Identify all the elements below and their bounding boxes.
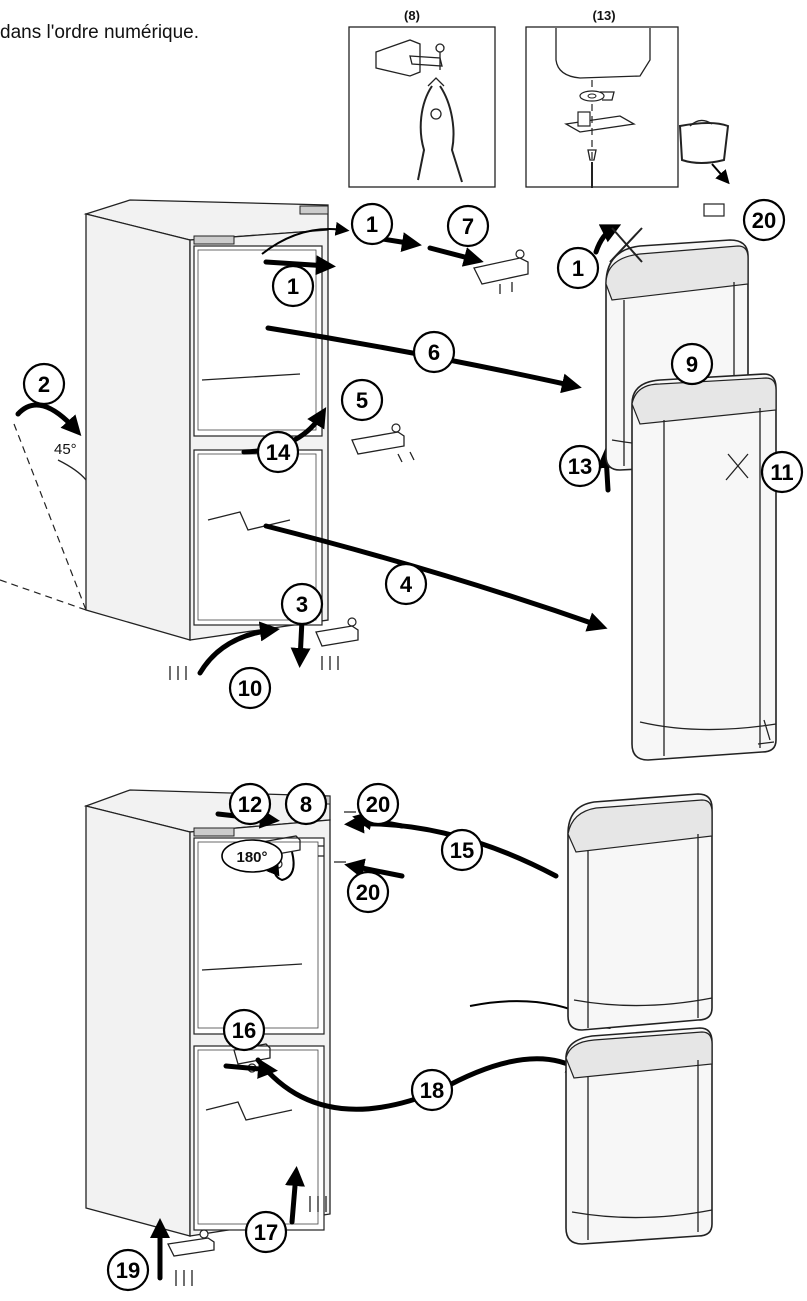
pliers-icon: [417, 77, 463, 183]
arrow-1-plug-left: [263, 255, 336, 276]
svg-text:1: 1: [366, 212, 378, 237]
arrow-2: [15, 402, 82, 436]
rotation-180-label: 180°: [236, 849, 267, 866]
screwdriver-icon: [587, 149, 597, 188]
svg-text:13: 13: [568, 454, 592, 479]
step-number-1c: 1: [556, 246, 600, 290]
svg-text:15: 15: [450, 838, 474, 863]
step-number-3: 3: [280, 582, 324, 626]
arrow-1-move: [261, 221, 350, 255]
svg-text:5: 5: [356, 388, 368, 413]
svg-text:4: 4: [400, 572, 413, 597]
svg-text:10: 10: [238, 676, 262, 701]
arrow-4: [263, 523, 608, 632]
svg-text:8: 8: [300, 792, 312, 817]
hinge-5: [351, 423, 415, 463]
step-number-5: 5: [340, 378, 384, 422]
svg-text:11: 11: [770, 460, 793, 485]
step-number-6: 6: [412, 330, 456, 374]
lower-door-reinstall: [565, 1027, 713, 1245]
step-number-19: 19: [106, 1248, 150, 1292]
washer-icon: [579, 90, 615, 102]
arrow-16: [223, 1058, 278, 1079]
arrow-20-lower: [344, 858, 405, 879]
step-number-17: 17: [244, 1210, 288, 1254]
cross-mark-icon: [609, 227, 749, 481]
step-number-2: 2: [22, 362, 66, 406]
cover-plug-icon: [703, 203, 725, 217]
lower-door-removed: [631, 373, 777, 761]
step-number-4: 4: [384, 562, 428, 606]
step-number-20-lower: 20: [346, 870, 390, 914]
svg-text:19: 19: [116, 1258, 140, 1283]
svg-text:16: 16: [232, 1018, 256, 1043]
step-number-1a: 1: [350, 202, 394, 246]
step-number-8: 8: [284, 782, 328, 826]
inset-13-label: (13): [592, 8, 615, 23]
arrow-3: [290, 617, 311, 668]
step-number-9: 9: [670, 342, 714, 386]
inset-8-label: (8): [404, 8, 420, 23]
hinge-icon: [375, 39, 445, 77]
svg-text:3: 3: [296, 592, 308, 617]
svg-text:20: 20: [356, 880, 380, 905]
bottom-hinge-parts: [167, 1196, 327, 1286]
svg-text:9: 9: [686, 352, 698, 377]
inset-13: (13): [525, 8, 679, 188]
svg-text:12: 12: [238, 792, 262, 817]
tilt-angle-label: 45°: [54, 441, 77, 458]
arrow-1-door: [593, 224, 622, 255]
svg-text:2: 2: [38, 372, 50, 397]
hinge-7: [473, 249, 529, 294]
step-number-20-upper: 20: [356, 782, 400, 826]
step-number-15: 15: [440, 828, 484, 872]
svg-text:18: 18: [420, 1078, 444, 1103]
rotation-180-bubble: 180°: [221, 839, 283, 873]
step-number-16: 16: [222, 1008, 266, 1052]
upper-door-reinstall: [567, 793, 713, 1031]
svg-text:14: 14: [266, 440, 291, 465]
step-number-7: 7: [446, 204, 490, 248]
hinge-3: [169, 617, 359, 680]
step-number-14: 14: [256, 430, 300, 474]
arrow-10: [197, 621, 280, 676]
svg-text:17: 17: [254, 1220, 278, 1245]
svg-text:1: 1: [287, 274, 299, 299]
svg-text:6: 6: [428, 340, 440, 365]
inset-8: (8): [348, 8, 496, 188]
svg-text:7: 7: [462, 214, 474, 239]
fridge-cabinet-top: [83, 199, 329, 641]
parts-bag-icon: [678, 119, 730, 185]
step-number-12: 12: [228, 782, 272, 826]
step-number-1b: 1: [271, 264, 315, 308]
svg-text:1: 1: [572, 256, 584, 281]
plug-pins: [318, 811, 356, 863]
step-number-11: 11: [760, 450, 804, 494]
instruction-caption: dans l'ordre numérique.: [0, 22, 199, 43]
arrow-17: [285, 1166, 305, 1225]
step-number-10: 10: [228, 666, 272, 710]
step-number-13: 13: [558, 444, 602, 488]
pivot-icon: [564, 111, 636, 133]
step-number-18: 18: [410, 1068, 454, 1112]
svg-text:20: 20: [752, 208, 776, 233]
arrow-7: [427, 245, 484, 267]
svg-text:20: 20: [366, 792, 390, 817]
tilt-angle-indicator: 45°: [0, 423, 87, 611]
step-number-20-top: 20: [742, 198, 786, 242]
